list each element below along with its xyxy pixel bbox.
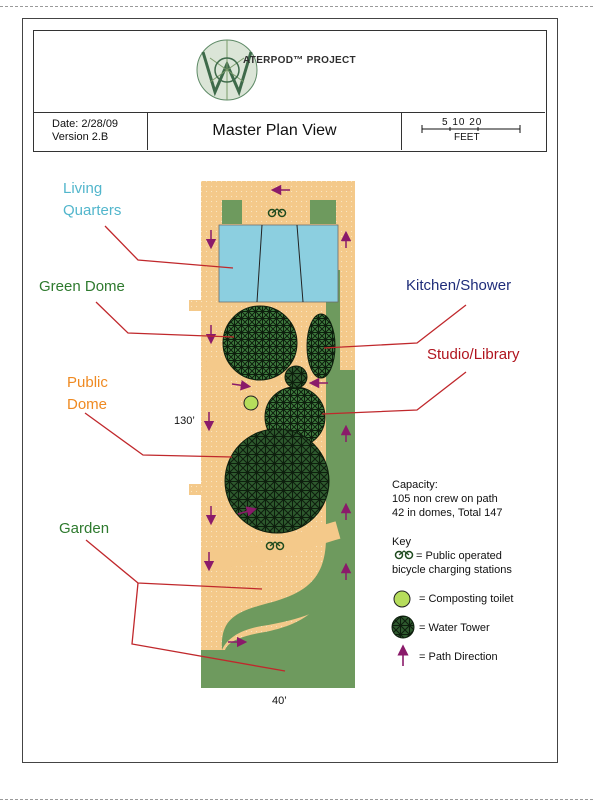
- key-tower: = Water Tower: [419, 622, 490, 634]
- green-dome-label: Green Dome: [39, 278, 125, 295]
- scale-numbers: 5 10 20: [442, 117, 483, 128]
- path-stub-upper: [189, 300, 202, 311]
- title-cell: Master Plan View: [148, 113, 402, 150]
- capacity-block: Capacity: 105 non crew on path 42 in dom…: [392, 478, 502, 520]
- page-top-border: [0, 6, 593, 7]
- waterpod-logo-icon: [196, 39, 258, 101]
- scale-ruler: [421, 125, 521, 133]
- kitchen-shower-label: Kitchen/Shower: [406, 277, 512, 294]
- capacity-line-1: 105 non crew on path: [392, 493, 498, 505]
- width-dimension: 40’: [272, 695, 287, 707]
- key-arrow: = Path Direction: [419, 651, 498, 663]
- date-text: Date: 2/28/09: [52, 118, 119, 130]
- bicycle-icon: [265, 541, 285, 551]
- key-bike-line-1: = Public operated: [416, 550, 502, 562]
- page-title: Master Plan View: [212, 122, 337, 139]
- composting-toilet-icon: [393, 590, 411, 608]
- scale-unit: FEET: [454, 132, 480, 143]
- green-dome: [222, 305, 298, 381]
- key-heading: Key: [392, 536, 411, 548]
- water-tower-icon: [391, 615, 415, 639]
- page-bottom-border: [0, 799, 593, 800]
- bicycle-icon: [394, 550, 414, 560]
- length-dimension: 130’: [174, 415, 195, 427]
- title-block: [33, 30, 547, 152]
- water-tower: [284, 365, 308, 389]
- garden-label: Garden: [59, 520, 110, 537]
- path-stub-lower: [189, 484, 202, 495]
- public-dome-label: Public Dome: [67, 374, 108, 413]
- scale-bar: 5 10 20 FEET: [402, 113, 545, 150]
- leader-lines: [84, 225, 467, 672]
- capacity-heading: Capacity:: [392, 479, 438, 491]
- living-quarters-building: [218, 224, 339, 303]
- public-dome: [224, 428, 330, 534]
- bicycle-icon: [267, 208, 287, 218]
- project-name: ATERPOD™ PROJECT: [243, 55, 356, 66]
- living-quarters-label: Living Quarters: [63, 180, 122, 219]
- title-info-row: Date: 2/28/09 Version 2.B Master Plan Vi…: [33, 112, 545, 151]
- date-cell: Date: 2/28/09 Version 2.B: [33, 113, 148, 150]
- kitchen-shower-dome: [306, 313, 336, 379]
- capacity-line-2: 42 in domes, Total 147: [392, 507, 503, 519]
- studio-library-label: Studio/Library: [427, 346, 520, 363]
- key-bike-line-2: bicycle charging stations: [392, 564, 512, 576]
- composting-toilet: [243, 395, 259, 411]
- key-toilet: = Composting toilet: [419, 593, 514, 605]
- version-text: Version 2.B: [52, 131, 109, 143]
